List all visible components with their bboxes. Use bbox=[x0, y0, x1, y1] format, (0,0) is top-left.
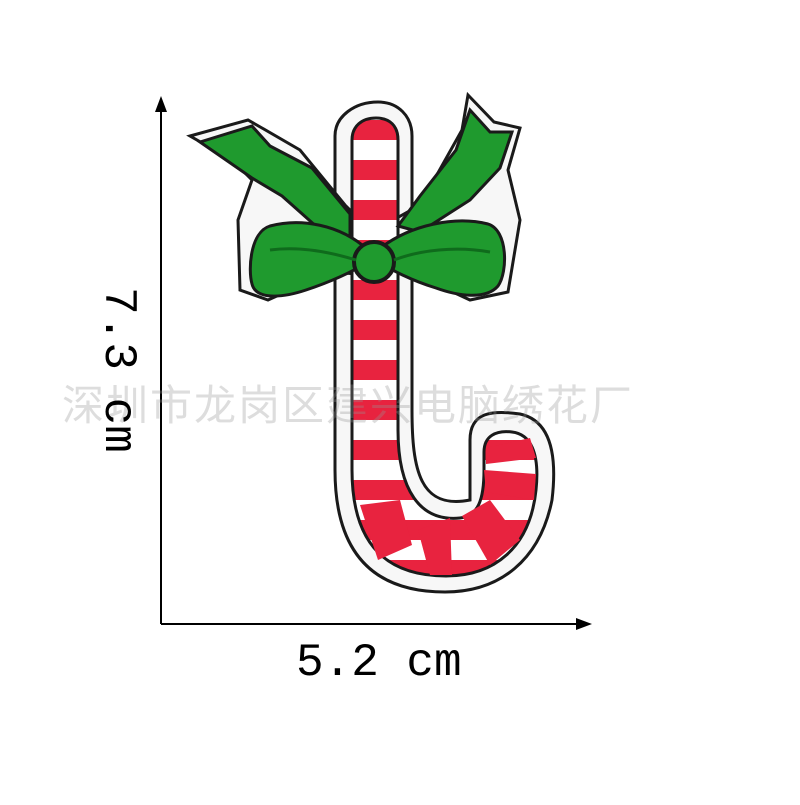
watermark-text: 深圳市龙岗区建兴电脑绣花厂 bbox=[62, 381, 635, 430]
bow-knot bbox=[352, 240, 396, 284]
hook-stripes bbox=[360, 438, 536, 575]
candy-cane bbox=[350, 116, 539, 578]
height-dimension-label: 7.3 cm bbox=[92, 287, 144, 453]
left-bow-loop bbox=[248, 221, 370, 298]
width-dimension-label: 5.2 cm bbox=[296, 637, 462, 689]
right-bow-loop bbox=[376, 219, 507, 297]
right-ribbon-tail bbox=[395, 107, 515, 234]
green-bow bbox=[196, 107, 515, 298]
right-arrow-icon bbox=[576, 618, 592, 630]
left-ribbon-tail bbox=[196, 124, 352, 243]
dimension-arrows bbox=[155, 96, 592, 630]
up-arrow-icon bbox=[155, 96, 167, 112]
